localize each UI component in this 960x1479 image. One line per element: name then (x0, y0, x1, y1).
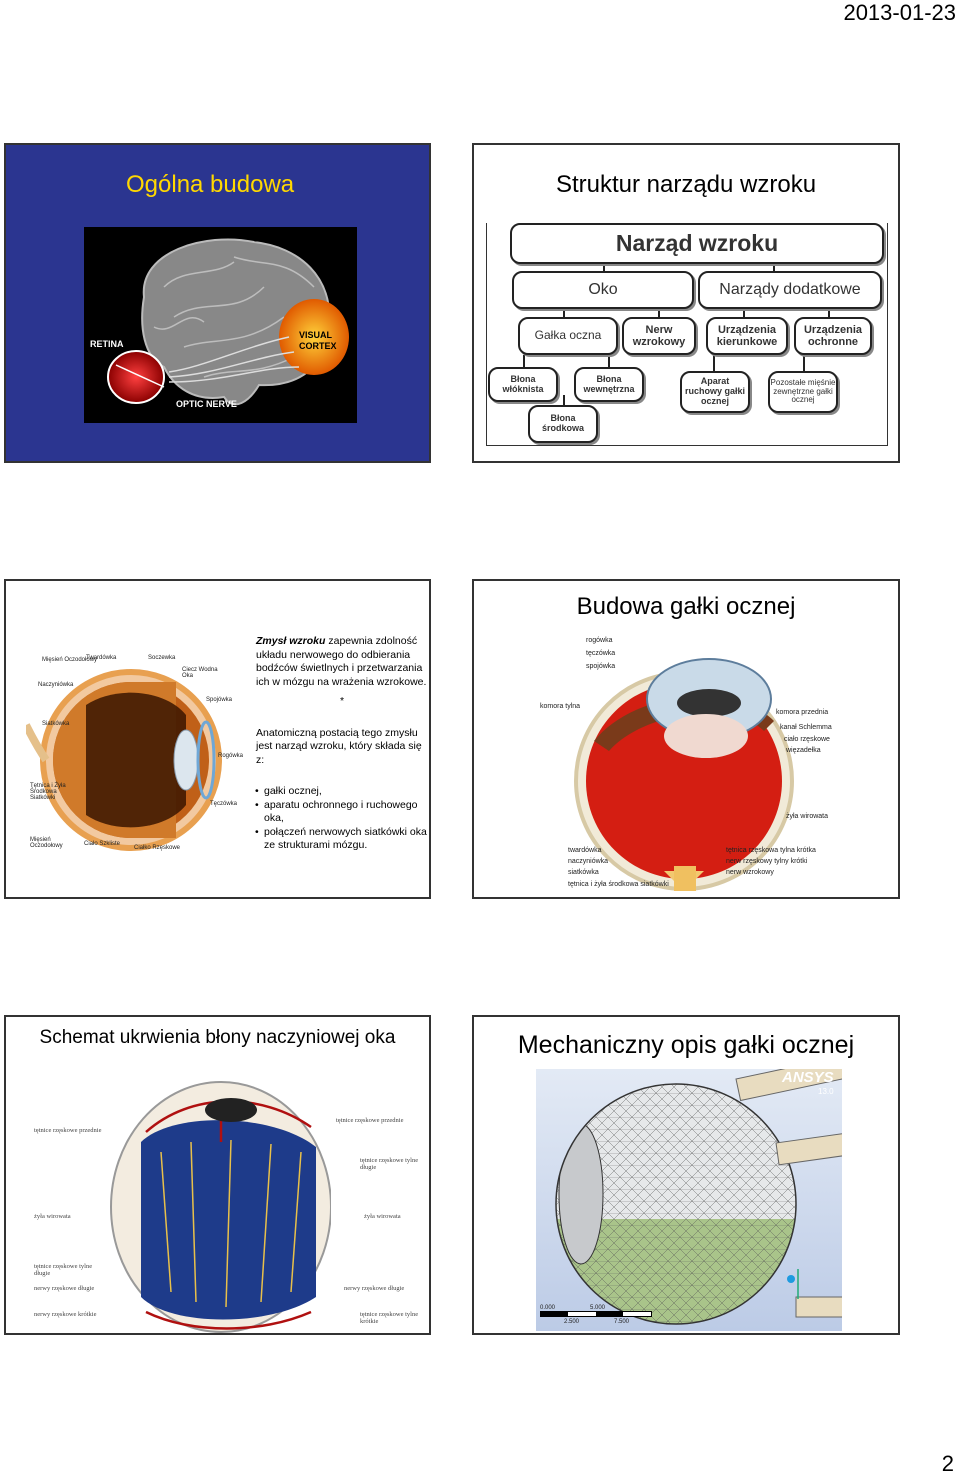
figure-label: tętnice rzęskowe tylne długie (34, 1263, 93, 1277)
slide-title: Struktur narządu wzroku (555, 171, 817, 198)
figure-label: komora tylna (540, 703, 581, 710)
eyeball-illustration (574, 658, 794, 891)
figure-label: Ciałko Rzęskowe (134, 845, 181, 851)
figure-label: nerw wzrokowy (726, 869, 774, 876)
intro-text: zapewnia zdolność układu nerwowego do od… (256, 635, 427, 688)
figure-label: Ciecz Wodna Oka (182, 667, 218, 679)
asterisk: * (339, 695, 345, 707)
slide-vascular-scheme: Schemat ukrwienia błony naczyniowej oka … (4, 1015, 431, 1335)
scale-label: 7.500 (614, 1319, 630, 1325)
list-item: połączeń nerwowych siatkówki oka ze stru… (255, 826, 428, 853)
node-middle-layer: Błona środkowa (528, 405, 598, 443)
figure-label: tętnica i żyła środkowa siatkówki (568, 881, 669, 888)
figure-label: Siatkówka (42, 721, 70, 727)
figure-label: tętnica rzęskowa tylna krótka (726, 847, 816, 854)
figure-label: Soczewka (148, 655, 176, 661)
figure-label: tęczówka (586, 650, 616, 657)
list-item: aparatu ochronnego i ruchowego oka, (255, 799, 428, 826)
figure-label: siatkówka (568, 869, 599, 876)
figure-label: tętnice rzęskowe tylne długie (360, 1157, 419, 1171)
figure-label: tętnice rzęskowe przednie (34, 1127, 102, 1134)
ansys-brand: ANSYS (782, 1069, 834, 1086)
slide-text: Zmysł wzroku zapewnia zdolność układu ne… (255, 635, 428, 853)
figure-label: nerwy rzęskowe długie (34, 1285, 95, 1292)
figure-label: nerwy rzęskowe krótkie (34, 1311, 97, 1318)
figure-label: Mięsień Oczodołowy (42, 657, 98, 663)
figure-label: naczyniówka (568, 858, 609, 865)
node-motor-apparatus: Aparat ruchowy gałki ocznej (680, 371, 750, 413)
node-directional-devices: Urządzenia kierunkowe (706, 317, 788, 355)
figure-label: rogówka (586, 637, 613, 644)
figure-label: Twardówka (86, 655, 117, 661)
scale-label: 2.500 (564, 1319, 580, 1325)
figure-label: tętnice rzęskowe tylne krótkie (360, 1311, 419, 1325)
figure-label: Rogówka (218, 753, 244, 759)
figure-label: Naczyniówka (38, 682, 74, 688)
scale-bar (540, 1311, 652, 1317)
figure-label: tętnice rzęskowe przednie (336, 1117, 404, 1124)
node-inner-layer: Błona wewnętrzna (574, 367, 644, 402)
figure-label: więzadełka (786, 747, 821, 754)
page-number: 2 (941, 1451, 954, 1476)
figure-label: żyła wirowata (34, 1213, 71, 1220)
ansys-version: 13.0 (818, 1087, 834, 1096)
component-list: gałki ocznej, aparatu ochronnego i rucho… (255, 785, 428, 853)
figure-label: twardówka (568, 847, 602, 854)
intro-paragraph: Zmysł wzroku zapewnia zdolność układu ne… (256, 635, 428, 689)
visual-label: VISUAL (299, 330, 333, 340)
figure-label: żyła wirowata (364, 1213, 401, 1220)
node-other-muscles: Pozostałe mięśnie zewnętrzne gałki oczne… (768, 371, 838, 413)
slide-title: Mechaniczny opis gałki ocznej (517, 1031, 855, 1059)
vascular-illustration (110, 1081, 331, 1333)
figure-label: Tęczówka (210, 801, 238, 807)
diagram-connectors (523, 264, 830, 407)
figure-label: spojówka (586, 663, 616, 670)
figure-label: Ciało Szkliste (84, 841, 121, 847)
optic-nerve-label: OPTIC NERVE (176, 399, 237, 409)
node-optic-nerve: Nerw wzrokowy (622, 317, 696, 355)
figure-label: nerw rzęskowy tylny krótki (726, 858, 808, 865)
slide-vision-sense: Mięsień Oczodołowy Twardówka Soczewka Ci… (4, 579, 431, 899)
node-accessory-organs: Narządy dodatkowe (698, 271, 882, 309)
scale-label: 5.000 (590, 1305, 606, 1311)
figure-label: Mięsień Oczodołowy (30, 837, 63, 849)
node-root: Narząd wzroku (510, 223, 884, 264)
node-eye: Oko (512, 271, 694, 309)
slide-eyeball-structure: Budowa gałki ocznej rogówka tęczówka spo… (472, 579, 900, 899)
slide-title: Budowa gałki ocznej (576, 593, 796, 620)
figure-label: komora przednia (776, 709, 829, 716)
slide-mechanical-description: Mechaniczny opis gałki ocznej ANS (472, 1015, 900, 1335)
retina-label: RETINA (90, 339, 124, 349)
cortex-label: CORTEX (299, 341, 337, 351)
node-eyeball: Gałka oczna (518, 317, 618, 355)
node-protective-devices: Urządzenia ochronne (794, 317, 872, 355)
diagram-frame (486, 223, 888, 446)
figure-label: Spojówka (206, 697, 233, 703)
list-item: gałki ocznej, (255, 785, 428, 799)
node-fibrous-layer: Błona włóknista (488, 367, 558, 402)
eye-cross-section-illustration (26, 669, 222, 851)
slide-title: Ogólna budowa (126, 171, 295, 198)
header-date: 2013-01-23 (843, 0, 956, 25)
slide-title: Schemat ukrwienia błony naczyniowej oka (39, 1027, 396, 1048)
brain-illustration: RETINA VISUAL CORTEX OPTIC NERVE (84, 227, 357, 423)
figure-label: ciało rzęskowe (784, 736, 830, 743)
figure-label: Tętnica i Żyła Środkowa Siatkówki (30, 783, 66, 801)
anatomy-paragraph: Anatomiczną postacią tego zmysłu jest na… (256, 726, 422, 766)
slide-structure-diagram: Struktur narządu wzroku Narząd wzroku Ok… (472, 143, 900, 463)
figure-label: nerwy rzęskowe długie (344, 1285, 405, 1292)
figure-label: kanał Schlemma (780, 724, 832, 731)
ansys-logo: ANSYS (782, 1069, 834, 1086)
figure-label: żyła wirowata (786, 813, 829, 820)
intro-emphasis: Zmysł wzroku (256, 635, 326, 647)
scale-label: 0.000 (540, 1305, 556, 1311)
fem-mesh-render (536, 1069, 842, 1331)
slide-general-structure: Ogólna budowa (4, 143, 431, 463)
